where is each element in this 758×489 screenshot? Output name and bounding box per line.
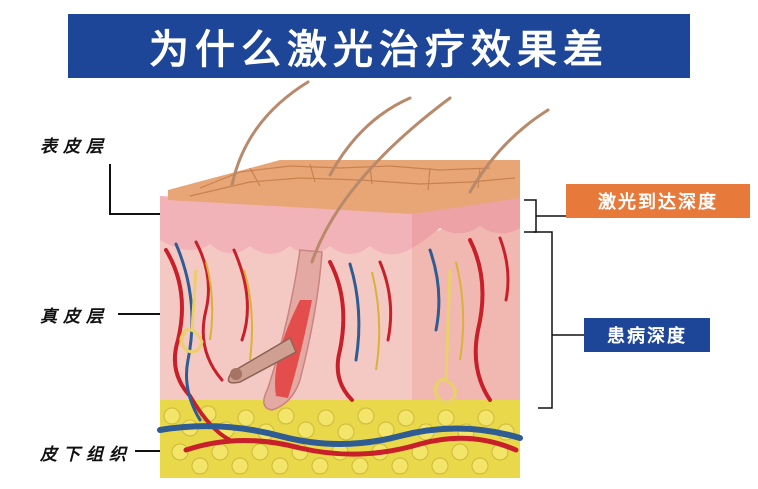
lesion-depth-label: 患病深度 [607,326,687,347]
hairs [230,80,550,264]
nerves [205,261,465,371]
lesion-depth-tag: 患病深度 [584,318,710,352]
bracket-laser [524,199,537,233]
page-title: 为什么激光治疗效果差 [149,27,609,73]
surface-cells [189,163,516,197]
leader-lines [109,164,165,452]
blood-vessels [157,236,523,457]
depth-brackets [524,199,584,409]
label-dermis: 真皮层 [40,307,109,327]
leader-epidermis [109,164,162,215]
bracket-lesion [534,231,553,409]
label-subcutaneous: 皮下组织 [40,445,132,465]
block-side-face [412,200,520,460]
gland-opening [230,368,242,380]
dermis-layer [160,230,412,400]
epidermis-band [160,196,412,255]
laser-depth-label: 激光到达深度 [598,192,718,213]
label-epidermis: 表皮层 [40,137,109,157]
sebaceous-gland [227,336,297,384]
title-banner: 为什么激光治疗效果差 [68,14,690,78]
laser-depth-tag: 激光到达深度 [566,184,750,218]
epidermis-surface [168,160,520,214]
sweat-glands [179,269,458,404]
